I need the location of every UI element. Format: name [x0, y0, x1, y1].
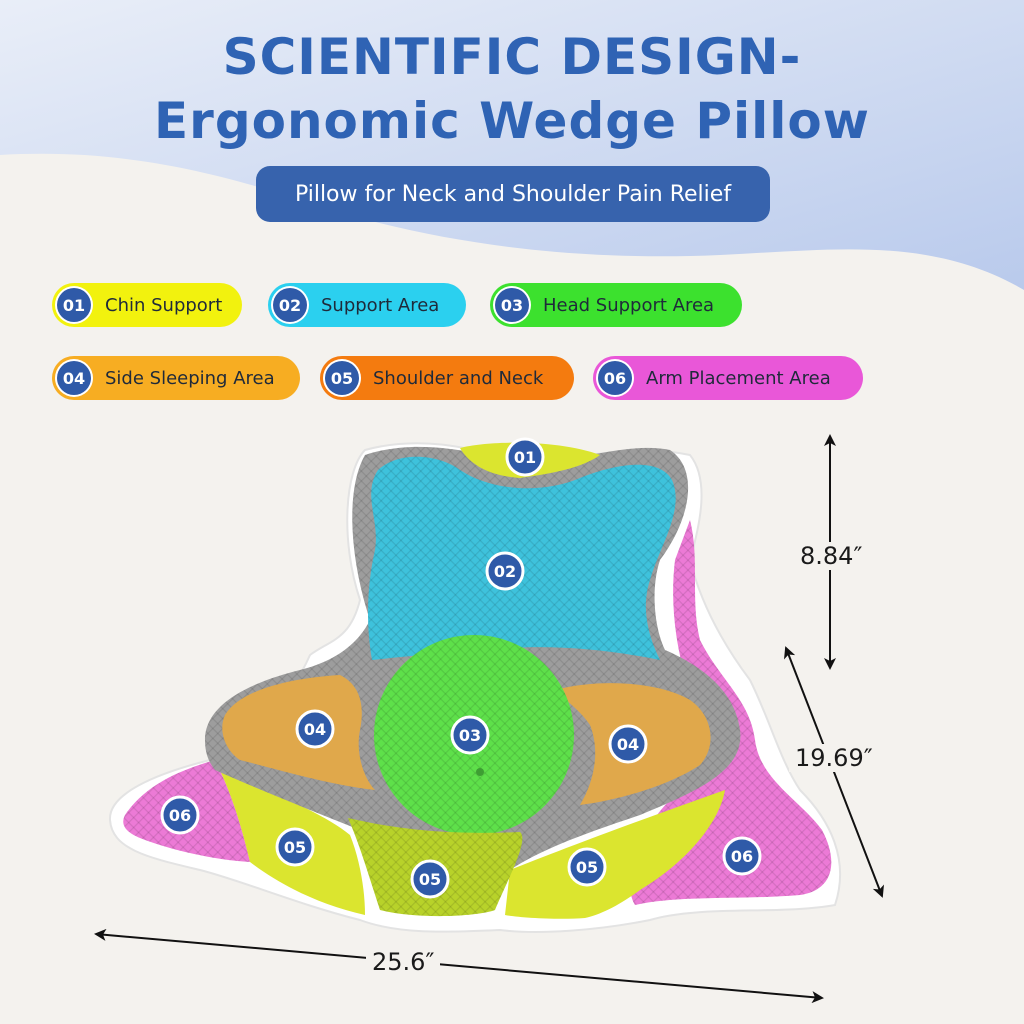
- marker-label: 05: [576, 858, 598, 877]
- marker-label: 01: [514, 448, 536, 467]
- legend-label: Support Area: [321, 294, 440, 316]
- marker-label: 03: [459, 726, 481, 745]
- legend-chin-support: 01 Chin Support: [52, 283, 242, 327]
- marker-shoulder-left: 05: [275, 827, 315, 867]
- legend-label: Chin Support: [105, 294, 223, 316]
- marker-shoulder-center: 05: [410, 859, 450, 899]
- marker-label: 06: [169, 806, 191, 825]
- legend-number: 06: [598, 361, 632, 395]
- legend-number: 04: [57, 361, 91, 395]
- marker-arm-right: 06: [722, 836, 762, 876]
- marker-side-left: 04: [295, 709, 335, 749]
- legend-side-sleeping-area: 04 Side Sleeping Area: [52, 356, 300, 400]
- marker-label: 05: [419, 870, 441, 889]
- depth-dimension-label: 19.69″: [789, 744, 879, 772]
- marker-label: 05: [284, 838, 306, 857]
- legend-number: 01: [57, 288, 91, 322]
- height-dimension-label: 8.84″: [794, 542, 869, 570]
- legend-shoulder-and-neck: 05 Shoulder and Neck: [320, 356, 574, 400]
- legend-number: 03: [495, 288, 529, 322]
- subtitle-text: Pillow for Neck and Shoulder Pain Relief: [294, 181, 732, 207]
- marker-shoulder-right: 05: [567, 847, 607, 887]
- legend-support-area: 02 Support Area: [268, 283, 466, 327]
- legend-number: 05: [325, 361, 359, 395]
- legend-label: Shoulder and Neck: [373, 367, 544, 389]
- width-dimension-label: 25.6″: [366, 948, 441, 976]
- legend-arm-placement-area: 06 Arm Placement Area: [593, 356, 863, 400]
- page-title-line-1: SCIENTIFIC DESIGN-: [222, 28, 802, 86]
- legend-head-support-area: 03 Head Support Area: [490, 283, 742, 327]
- depth-arrow: [784, 646, 884, 898]
- marker-chin-support: 01: [505, 437, 545, 477]
- marker-label: 02: [494, 562, 516, 581]
- subtitle-banner: Pillow for Neck and Shoulder Pain Relief: [256, 166, 770, 222]
- zone-shoulder-right: [505, 790, 725, 919]
- legend-label: Side Sleeping Area: [105, 367, 275, 389]
- marker-label: 04: [304, 720, 326, 739]
- marker-label: 04: [617, 735, 639, 754]
- width-arrow: [94, 928, 824, 1004]
- page-title-line-2: Ergonomic Wedge Pillow: [154, 92, 870, 150]
- legend-label: Head Support Area: [543, 294, 715, 316]
- marker-head-support: 03: [450, 715, 490, 755]
- legend-number: 02: [273, 288, 307, 322]
- marker-arm-left: 06: [160, 795, 200, 835]
- marker-label: 06: [731, 847, 753, 866]
- marker-side-right: 04: [608, 724, 648, 764]
- legend-label: Arm Placement Area: [646, 367, 831, 389]
- marker-support-area: 02: [485, 551, 525, 591]
